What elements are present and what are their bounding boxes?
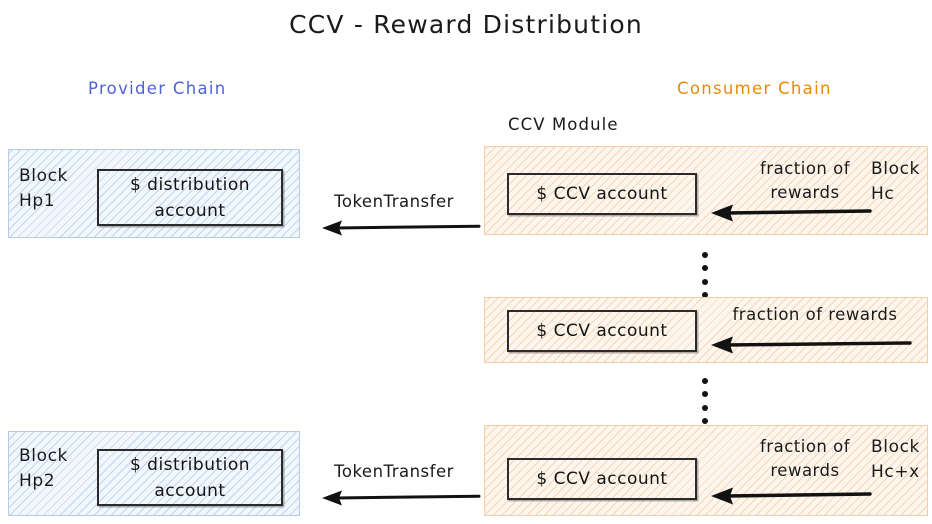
distribution-account-hp2-line1: $ distribution: [129, 454, 251, 475]
page-title: CCV - Reward Distribution: [289, 10, 643, 39]
provider-block-hp1: Block Hp1 $ distribution account: [8, 149, 300, 238]
token-transfer-label-2: TokenTransfer: [334, 462, 454, 481]
fraction-of-rewards-label-hcx: fraction of rewards: [729, 435, 881, 483]
fraction-of-rewards-middle-line1: fraction of rewards: [732, 305, 898, 324]
consumer-block-hcx: $ CCV account fraction of rewards Block …: [484, 425, 928, 516]
ccv-account-box-middle[interactable]: $ CCV account: [507, 310, 697, 352]
ccv-account-box-hcx[interactable]: $ CCV account: [507, 458, 697, 500]
ellipsis-dot: [701, 252, 708, 258]
token-transfer-arrow-2: [322, 489, 481, 507]
ccv-account-middle-label: $ CCV account: [536, 321, 668, 341]
fraction-of-rewards-arrow-hc: [711, 204, 872, 222]
ellipsis-dot: [701, 278, 708, 285]
distribution-account-hp1-line1: $ distribution: [129, 174, 251, 195]
consumer-block-hc-id: Hc: [871, 184, 895, 204]
ccv-account-box-hc[interactable]: $ CCV account: [507, 173, 697, 215]
ellipsis-dot: [701, 265, 708, 272]
ccv-module-label: CCV Module: [508, 115, 619, 134]
token-transfer-label-1: TokenTransfer: [334, 192, 454, 211]
ellipsis-dot: [701, 391, 708, 398]
distribution-account-box-hp1[interactable]: $ distribution account: [97, 169, 283, 226]
fraction-of-rewards-label-middle: fraction of rewards: [707, 303, 923, 327]
vertical-ellipsis-2: [701, 378, 708, 424]
consumer-block-hc: $ CCV account fraction of rewards Block …: [484, 146, 928, 235]
consumer-block-hc-label: Block Hc: [871, 157, 920, 207]
distribution-account-hp2-line2: account: [154, 480, 226, 501]
fraction-of-rewards-hcx-line2: rewards: [770, 461, 840, 480]
fraction-of-rewards-hc-line2: rewards: [770, 183, 840, 202]
token-transfer-arrow-1: [322, 219, 481, 237]
ellipsis-dot: [701, 378, 708, 384]
fraction-of-rewards-hcx-line1: fraction of: [759, 437, 851, 456]
consumer-block-middle: $ CCV account fraction of rewards: [484, 297, 928, 363]
consumer-block-hc-word: Block: [871, 159, 920, 179]
provider-block-hp1-id: Hp1: [19, 191, 56, 211]
fraction-of-rewards-arrow-hcx: [711, 487, 872, 505]
ellipsis-dot: [701, 404, 708, 411]
distribution-account-box-hp2[interactable]: $ distribution account: [97, 449, 283, 506]
ccv-account-hcx-label: $ CCV account: [536, 469, 668, 489]
provider-block-hp1-label: Block Hp1: [19, 164, 68, 214]
fraction-of-rewards-label-hc: fraction of rewards: [729, 157, 881, 205]
fraction-of-rewards-arrow-middle: [711, 336, 912, 354]
distribution-account-hp1-line2: account: [154, 200, 226, 221]
consumer-block-hcx-word: Block: [871, 437, 920, 457]
provider-block-hp2: Block Hp2 $ distribution account: [8, 431, 300, 516]
provider-block-hp2-word: Block: [19, 446, 68, 466]
provider-block-hp2-label: Block Hp2: [19, 444, 68, 494]
ellipsis-dot: [701, 417, 708, 424]
provider-chain-header: Provider Chain: [88, 79, 227, 98]
consumer-chain-header: Consumer Chain: [677, 79, 832, 98]
consumer-block-hcx-id: Hc+x: [871, 462, 920, 482]
provider-block-hp2-id: Hp2: [19, 471, 56, 491]
vertical-ellipsis-1: [701, 252, 708, 298]
fraction-of-rewards-hc-line1: fraction of: [759, 159, 851, 178]
ellipsis-dot: [701, 291, 708, 298]
consumer-block-hcx-label: Block Hc+x: [871, 435, 920, 485]
provider-block-hp1-word: Block: [19, 166, 68, 186]
ccv-account-hc-label: $ CCV account: [536, 184, 668, 204]
